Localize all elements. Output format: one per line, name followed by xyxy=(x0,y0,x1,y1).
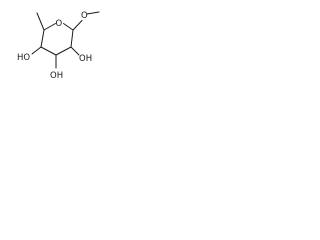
bond-c3-c4 xyxy=(40,46,57,56)
bond-ring-o-c1 xyxy=(63,23,74,31)
bond-methoxy-o-methyl xyxy=(86,11,100,15)
hydroxyl-2-label: OH xyxy=(79,54,92,64)
ring-oxygen-label: O xyxy=(56,19,63,29)
structure-canvas: O O OH OH HO xyxy=(0,0,102,88)
bond-c5-methyl xyxy=(36,12,45,31)
hydroxyl-4-label: HO xyxy=(17,53,30,63)
bond-c4-c5 xyxy=(40,29,45,48)
bond-c2-oh xyxy=(70,46,80,56)
bond-c1-methoxy-o xyxy=(72,20,83,31)
bond-c4-ho xyxy=(31,46,42,55)
methoxy-oxygen-label: O xyxy=(81,11,88,21)
bond-c5-ring-o xyxy=(43,23,56,31)
molecule-diagram: O O OH OH HO xyxy=(17,11,100,81)
bond-c1-c2 xyxy=(70,29,74,48)
hydroxyl-3-label: OH xyxy=(50,71,63,81)
bond-c2-c3 xyxy=(55,46,72,56)
